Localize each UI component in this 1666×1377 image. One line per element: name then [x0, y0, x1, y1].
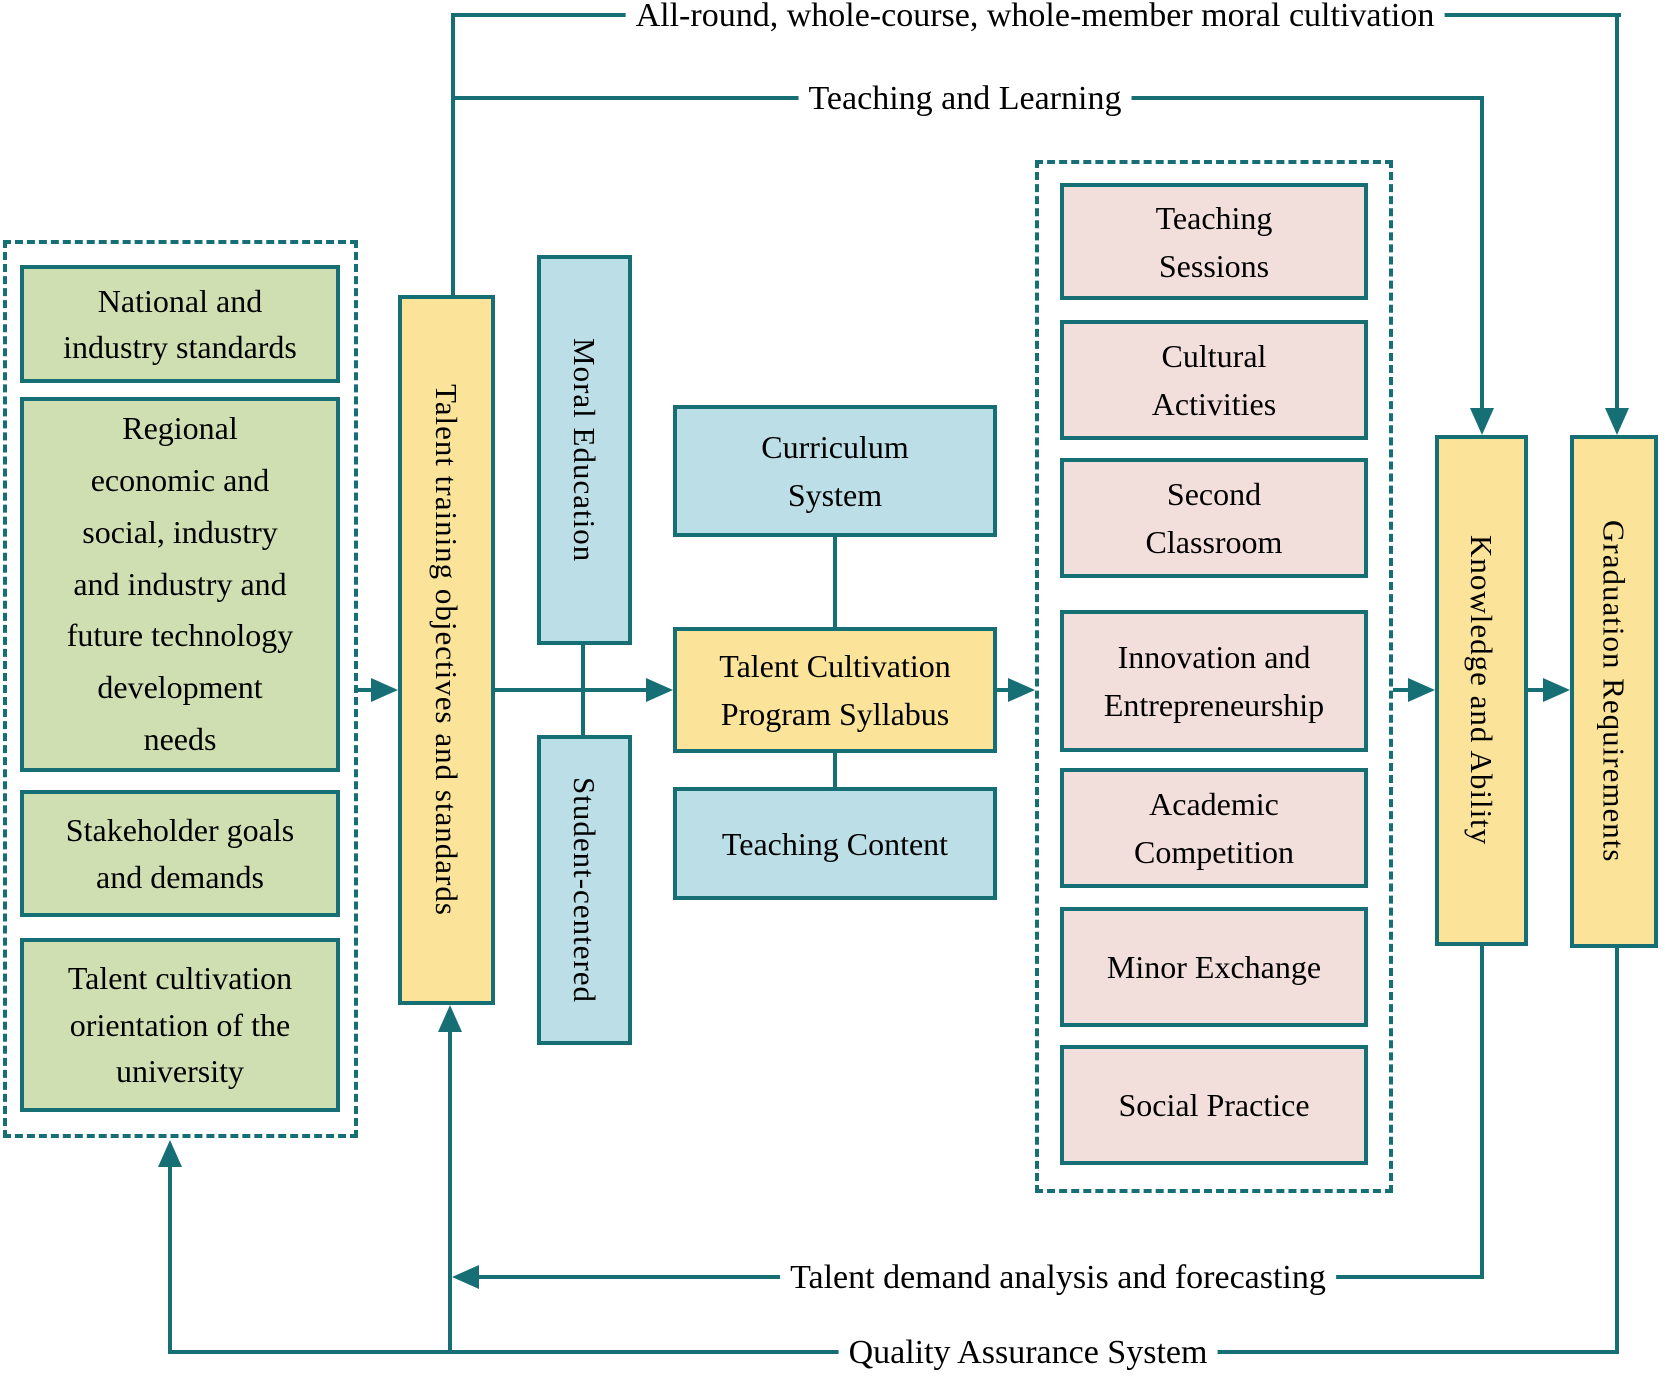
objectives-bar-label: Talent training objectives and standards: [429, 384, 464, 916]
graduation-requirements-label: Graduation Requirements: [1596, 520, 1632, 863]
activity-box-social-practice: Social Practice: [1060, 1045, 1368, 1165]
flow-line-objectives-to-syllabus: [495, 688, 647, 692]
moral-education-label: Moral Education: [567, 337, 602, 563]
quality-assurance-riser: [168, 1166, 172, 1354]
activity-box-cultural-activities: Cultural Activities: [1060, 320, 1368, 440]
moral-cultivation-label: All-round, whole-course, whole-member mo…: [625, 0, 1445, 35]
arrowhead-into-knowledge-top: [1470, 408, 1494, 435]
student-centered-bar: Student-centered: [537, 735, 632, 1045]
objectives-feedback-riser: [448, 1031, 452, 1354]
connector-syllabus-teaching-content: [833, 753, 837, 787]
talent-demand-drop: [1480, 946, 1484, 1279]
input-box-university-orientation: Talent cultivation orientation of the un…: [20, 938, 340, 1112]
teaching-learning-label: Teaching and Learning: [798, 80, 1132, 118]
teaching-content-box: Teaching Content: [673, 787, 997, 900]
talent-demand-label: Talent demand analysis and forecasting: [780, 1259, 1336, 1297]
input-box-stakeholder-goals: Stakeholder goals and demands: [20, 790, 340, 917]
arrowhead-into-syllabus: [646, 678, 673, 702]
flow-line-activities-to-knowledge: [1393, 688, 1409, 692]
input-box-regional-needs: Regional economic and social, industry a…: [20, 397, 340, 772]
objectives-bar: Talent training objectives and standards: [398, 295, 495, 1005]
arrowhead-into-knowledge: [1408, 678, 1435, 702]
quality-assurance-label: Quality Assurance System: [838, 1334, 1218, 1372]
program-syllabus-box: Talent Cultivation Program Syllabus: [673, 627, 997, 753]
objectives-top-riser: [451, 15, 455, 295]
flow-line-knowledge-to-graduation: [1528, 688, 1544, 692]
activity-box-teaching-sessions: Teaching Sessions: [1060, 183, 1368, 300]
teaching-learning-drop: [1480, 96, 1484, 409]
activities-dashed-panel: [1035, 160, 1393, 1193]
arrowhead-into-inputs-bottom: [158, 1140, 182, 1167]
knowledge-ability-label: Knowledge and Ability: [1464, 535, 1499, 846]
quality-assurance-drop: [1615, 948, 1619, 1354]
connector-moral-student: [581, 645, 585, 735]
graduation-requirements-bar: Graduation Requirements: [1570, 435, 1658, 948]
flow-line-syllabus-to-activities: [997, 688, 1009, 692]
moral-education-bar: Moral Education: [537, 255, 632, 645]
moral-cultivation-drop: [1615, 13, 1619, 409]
activity-box-innovation-entrepreneurship: Innovation and Entrepreneurship: [1060, 610, 1368, 752]
activity-box-minor-exchange: Minor Exchange: [1060, 907, 1368, 1027]
input-box-national-industry-standards: National and industry standards: [20, 265, 340, 383]
inputs-dashed-panel: [3, 240, 358, 1138]
arrowhead-into-graduation-top: [1605, 408, 1629, 435]
activity-box-academic-competition: Academic Competition: [1060, 768, 1368, 888]
arrowhead-into-objectives: [371, 678, 398, 702]
arrowhead-into-objectives-bottom: [438, 1005, 462, 1032]
activity-box-second-classroom: Second Classroom: [1060, 458, 1368, 578]
curriculum-system-box: Curriculum System: [673, 405, 997, 537]
arrowhead-talent-demand-left: [452, 1265, 479, 1289]
connector-curriculum-syllabus: [833, 537, 837, 627]
arrowhead-into-activities: [1008, 678, 1035, 702]
student-centered-label: Student-centered: [567, 776, 602, 1004]
knowledge-ability-bar: Knowledge and Ability: [1435, 435, 1528, 946]
arrowhead-into-graduation: [1543, 678, 1570, 702]
